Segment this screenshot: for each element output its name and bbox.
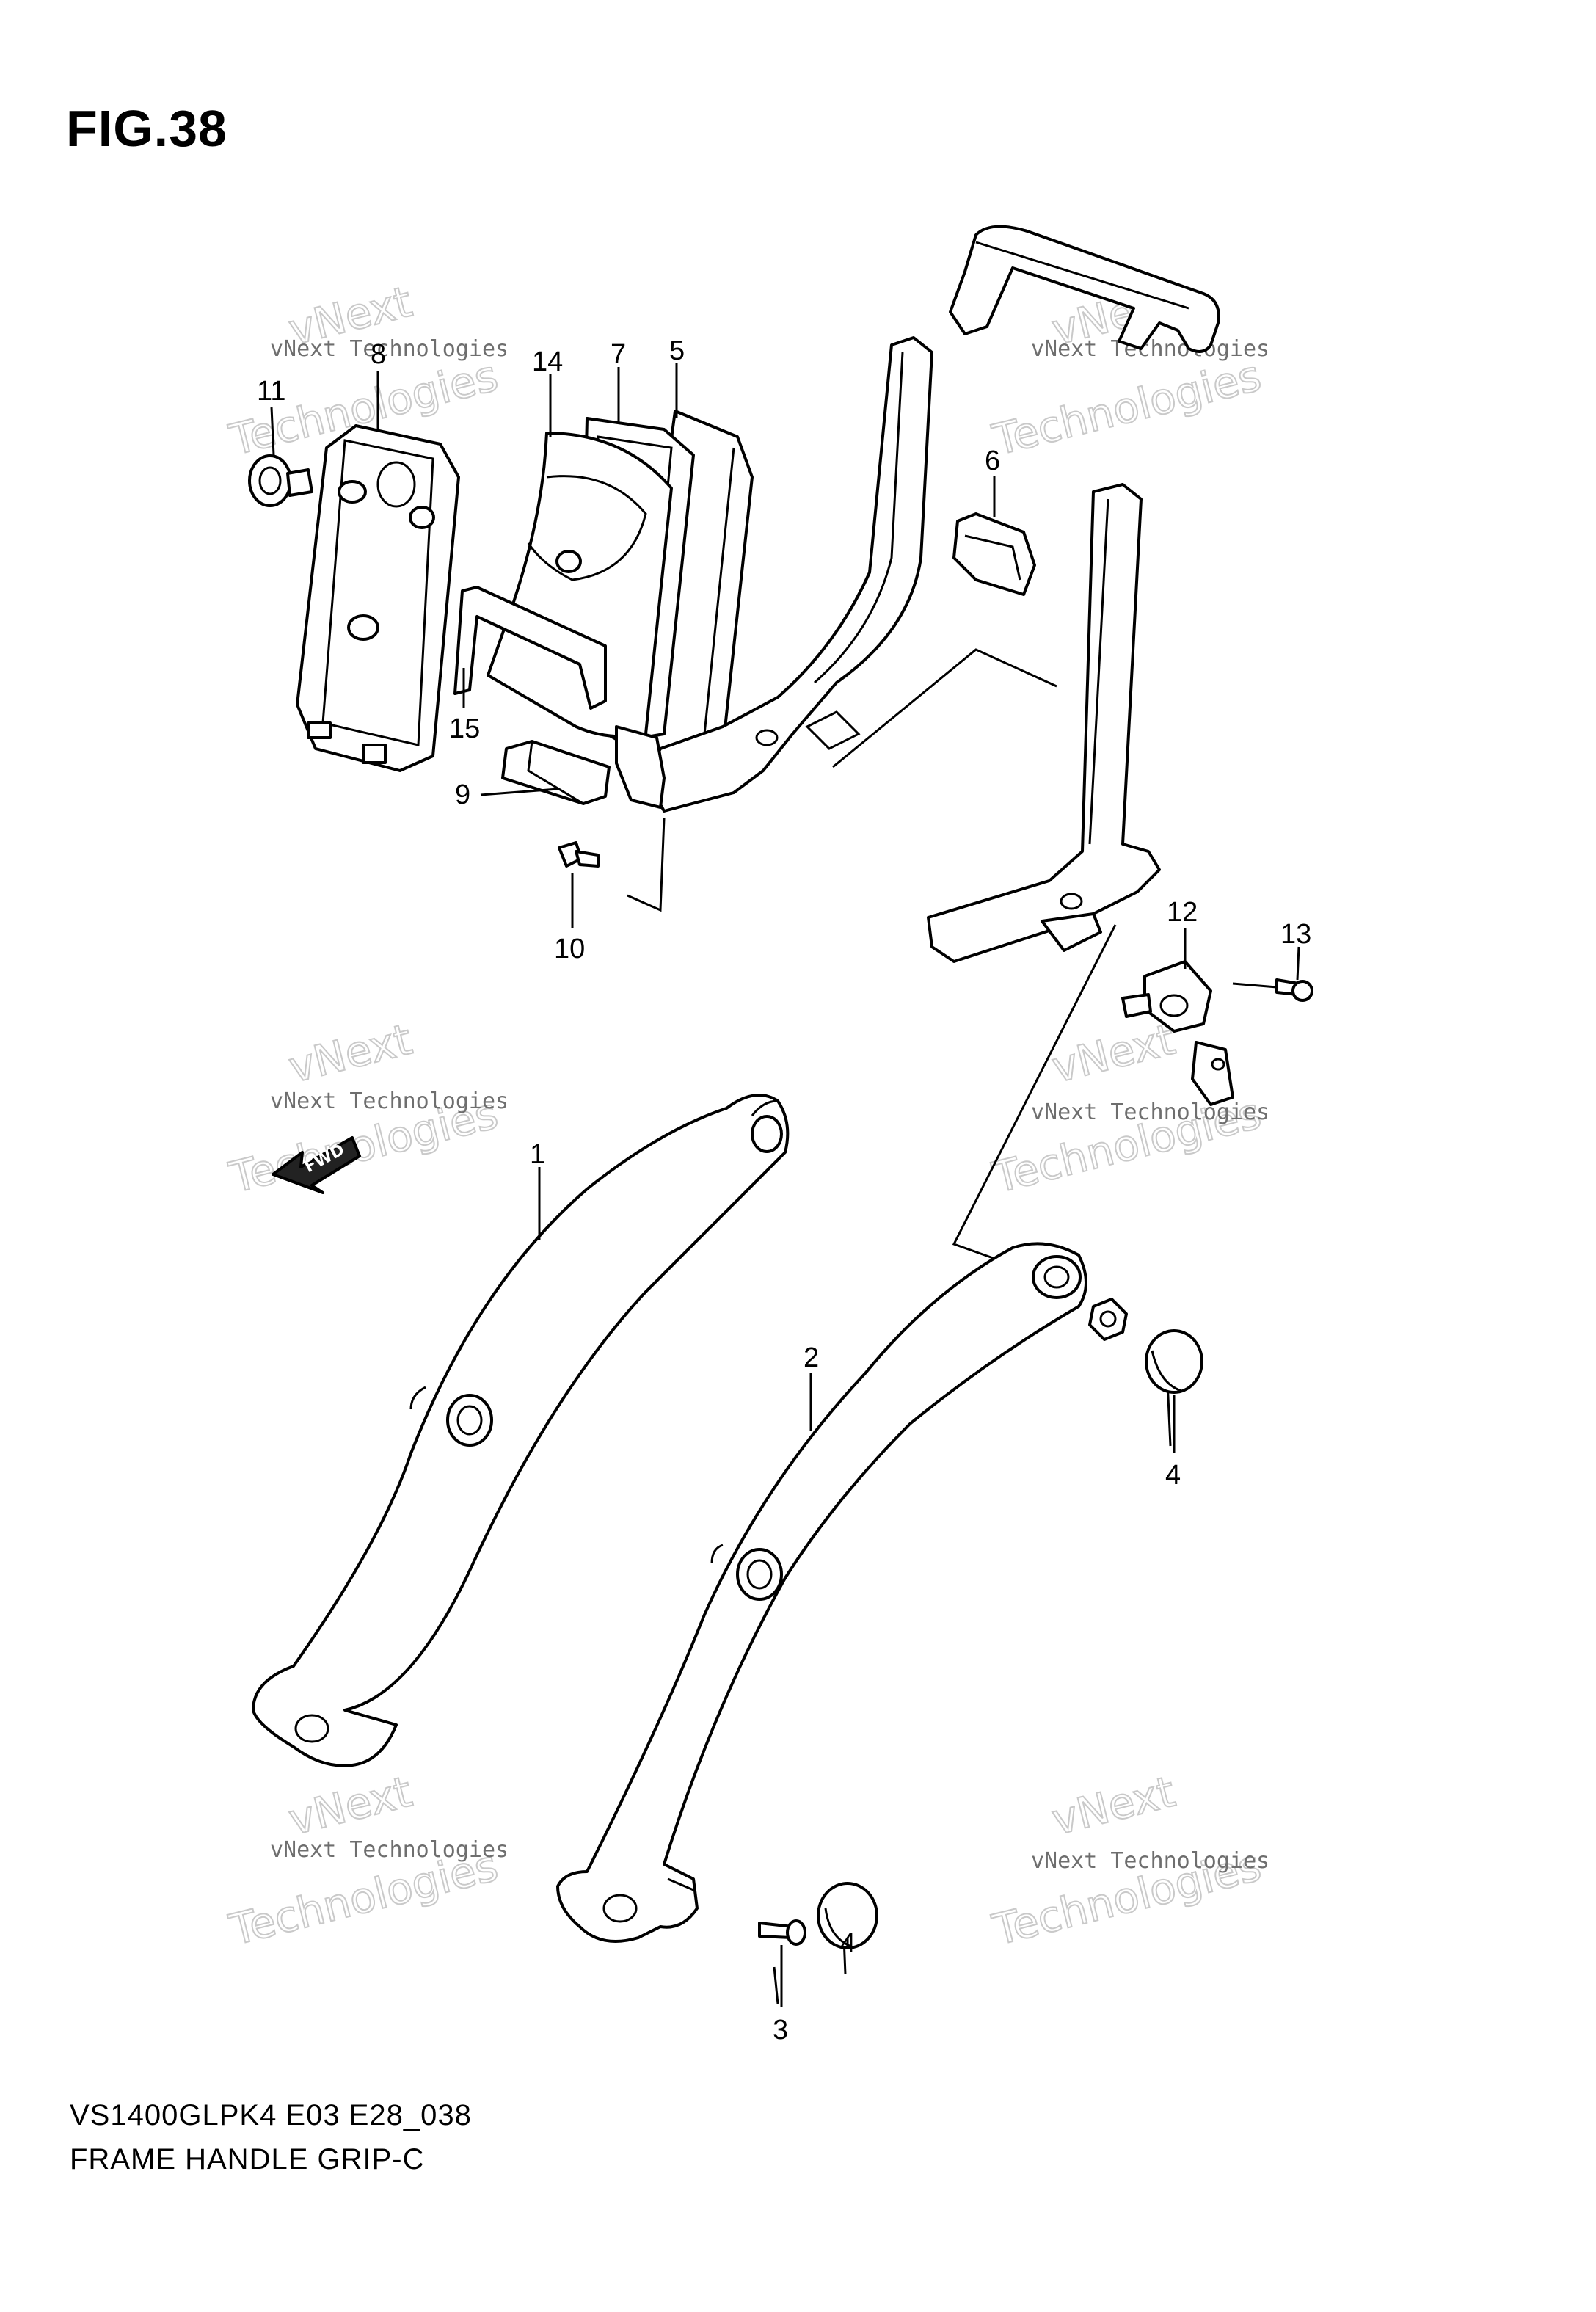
part-6-clip [952,512,1036,596]
callout-11: 11 [257,376,285,407]
callout-6: 6 [985,446,1000,476]
callout-2: 2 [804,1342,819,1373]
watermark-text: vNext Technologies [1031,1099,1269,1125]
callout-12: 12 [1167,897,1198,928]
part-15-strap [453,586,607,710]
watermark-text: vNext Technologies [1031,336,1269,362]
callout-7: 7 [611,339,626,370]
leader-lines [627,648,1172,2004]
watermark-text: vNext [284,1767,417,1845]
watermark-text: vNext [1047,1014,1180,1093]
watermark-text: vNext Technologies [270,1837,509,1863]
part-2-right-handle [556,1242,1087,1943]
watermark-text: vNext Technologies [270,1088,509,1114]
callout-13: 13 [1280,919,1311,950]
callout-4-lower: 4 [840,1928,856,1959]
watermark-text: vNext Technologies [270,336,509,362]
frame-stay [927,483,1161,963]
callout-15: 15 [449,713,480,744]
part-13-screw [1275,978,1313,1002]
bracket-arm [615,336,933,813]
part-4-cap-upper [1145,1329,1203,1394]
callout-5: 5 [669,335,685,366]
part-9-pad [501,740,611,805]
watermark-text: vNext [284,1014,417,1093]
callout-leaders [270,363,1300,2007]
watermark-text: vNext Technologies [1031,1848,1269,1874]
grab-handle [949,225,1220,353]
callout-1: 1 [530,1139,545,1170]
figure-title: FIG.38 [66,100,227,157]
part-8-back-plate [296,424,460,772]
part-11-knob [248,454,313,507]
part-12-bracket-bolt [1121,960,1234,1106]
nut [1088,1298,1128,1341]
part-3-bolt [758,1919,806,1946]
section-name: FRAME HANDLE GRIP-C [70,2143,425,2175]
watermark-text: vNext [1047,1767,1180,1845]
callout-10: 10 [554,934,585,964]
callout-3: 3 [773,2015,788,2046]
callout-9: 9 [455,779,470,810]
part-1-left-handle [252,1094,790,1767]
model-code: VS1400GLPK4 E03 E28_038 [70,2099,472,2131]
callout-numbers: 11 8 14 7 5 6 15 9 10 12 13 1 2 4 4 3 [257,335,1311,2046]
part-14-cover [487,432,673,738]
callout-8: 8 [371,339,386,370]
part-10-bolt [558,841,600,868]
callout-4-upper: 4 [1165,1460,1181,1491]
callout-14: 14 [532,346,563,377]
watermark-text: Technologies [988,350,1266,465]
